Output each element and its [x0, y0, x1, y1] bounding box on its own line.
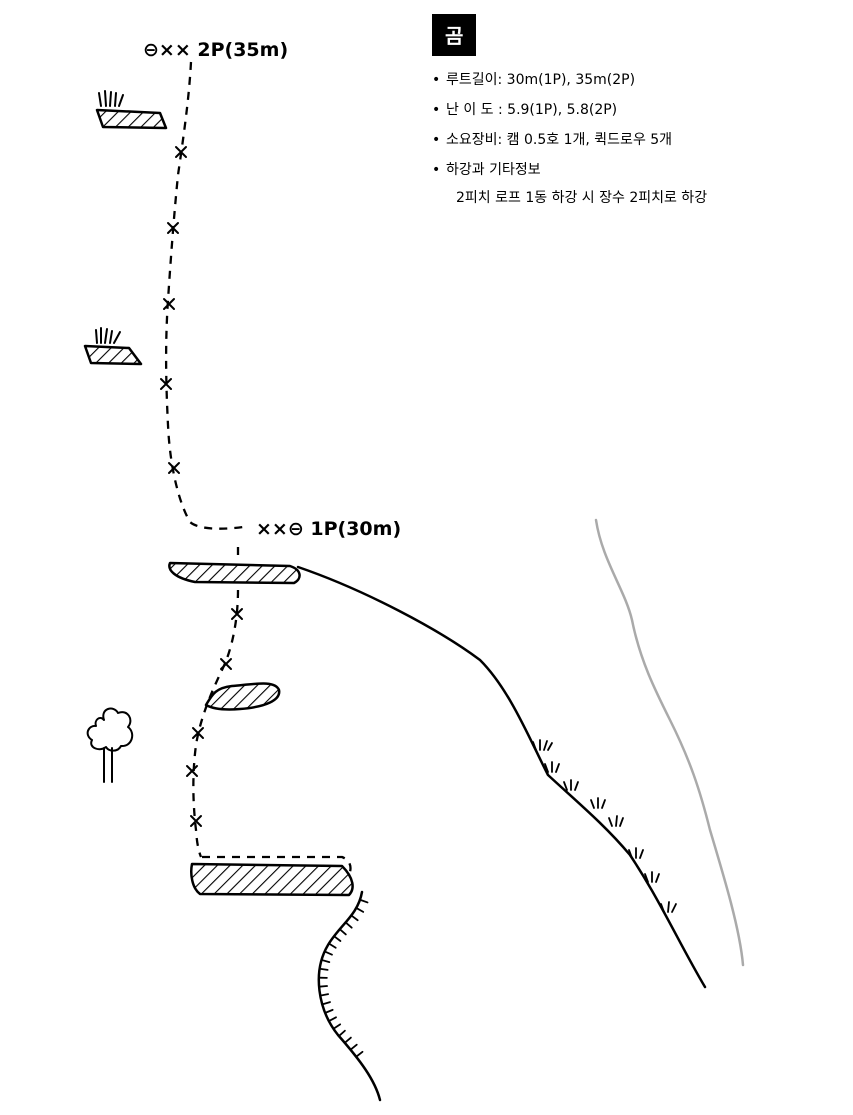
cliff-tick [343, 1036, 352, 1044]
info-list: 루트길이: 30m(1P), 35m(2P) 난 이 도 : 5.9(1P), … [432, 70, 832, 208]
cliff-tick [328, 1016, 337, 1022]
cliff-tick [318, 985, 328, 988]
pitch-1-label: ××⊖ 1P(30m) [256, 518, 401, 540]
cliff-tick [349, 1043, 358, 1051]
cliff-tick [338, 928, 347, 936]
route-title: 곰 [432, 14, 477, 56]
cliff-tick [355, 907, 365, 913]
bolt-markers-pitch-1 [186, 608, 243, 827]
tree-icon [86, 707, 134, 783]
cliff-tick [355, 1050, 364, 1058]
cliff-tick [359, 898, 369, 904]
cliff-edge-line [317, 890, 382, 1102]
cliff-tick [337, 1029, 346, 1037]
ledge-pitch-1-anchor [168, 561, 301, 585]
cliff-tick [324, 1008, 334, 1014]
ledge-mid-pitch-1 [204, 682, 281, 711]
cliff-tick [318, 967, 329, 971]
route-info-panel: 곰 루트길이: 30m(1P), 35m(2P) 난 이 도 : 5.9(1P)… [432, 14, 832, 218]
bolt-markers-pitch-2 [160, 146, 187, 474]
route-line-pitch-1 [192, 547, 240, 858]
info-grade: 난 이 도 : 5.9(1P), 5.8(2P) [432, 100, 832, 120]
ledge-upper-2 [83, 327, 143, 366]
info-descent-detail: 2피치 로프 1동 하강 시 장수 2피치로 하강 [456, 190, 708, 206]
cliff-edge-ticks [317, 898, 369, 1058]
info-gear: 소요장비: 캠 0.5호 1개, 퀵드로우 5개 [432, 130, 832, 150]
cliff-tick [344, 921, 353, 929]
pitch-2-label: ⊖×× 2P(35m) [143, 39, 288, 61]
cliff-tick [321, 1001, 331, 1006]
cliff-tick [320, 959, 331, 963]
ledge-start [190, 855, 354, 897]
info-route-length: 루트길이: 30m(1P), 35m(2P) [432, 70, 832, 90]
grass-tufts [532, 739, 677, 913]
ledge-upper-1 [95, 90, 168, 130]
info-descent-title: 하강과 기타정보 [446, 162, 541, 178]
cliff-tick [350, 914, 359, 922]
cliff-tick [323, 950, 333, 956]
rock-edge-line [296, 565, 707, 989]
cliff-tick [327, 942, 337, 949]
gray-trail-line [594, 518, 745, 967]
route-line-pitch-2 [164, 61, 244, 530]
cliff-tick [333, 935, 342, 942]
info-descent: 하강과 기타정보 2피치 로프 1동 하강 시 장수 2피치로 하강 [432, 160, 832, 208]
cliff-tick [319, 993, 330, 997]
cliff-tick [332, 1023, 342, 1030]
